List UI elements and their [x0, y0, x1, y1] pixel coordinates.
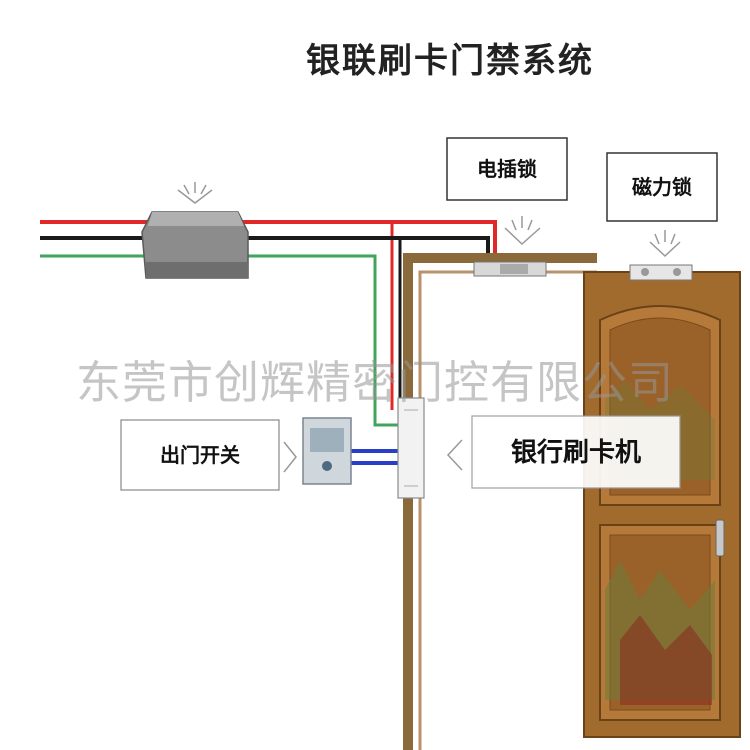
exit-switch-device[interactable]: [303, 418, 351, 484]
exit-switch-label: 出门开关: [160, 443, 240, 467]
access-controller: [398, 398, 424, 498]
door-frame: [408, 258, 597, 750]
watermark-text: 东莞市创辉精密门控有限公司: [76, 356, 674, 409]
bank-card-machine-label: 银行刷卡机: [511, 437, 641, 468]
magnetic-lock-pointer-icon: [650, 230, 680, 256]
bank-card-chevron-icon: [448, 440, 462, 470]
exit-switch-chevron-icon: [284, 442, 296, 472]
door-handle[interactable]: [716, 520, 724, 556]
diagram-title: 银联刷卡门禁系统: [306, 41, 594, 81]
magnetic-lock: [630, 265, 692, 280]
magnetic-lock-label-box: 磁力锁: [607, 153, 717, 221]
exit-switch-label-box: 出门开关: [121, 420, 279, 490]
electric-bolt-lock: [474, 262, 546, 276]
electric-lock-label-box: 电插锁: [447, 138, 567, 200]
door: [584, 272, 740, 737]
bank-card-machine-label-box: 银行刷卡机: [472, 416, 680, 488]
power-box-pointer-icon: [178, 182, 212, 203]
electric-lock-label: 电插锁: [477, 157, 537, 181]
magnetic-lock-label: 磁力锁: [632, 175, 692, 199]
power-supply-box: [142, 212, 248, 278]
electric-lock-pointer-icon: [505, 216, 540, 244]
